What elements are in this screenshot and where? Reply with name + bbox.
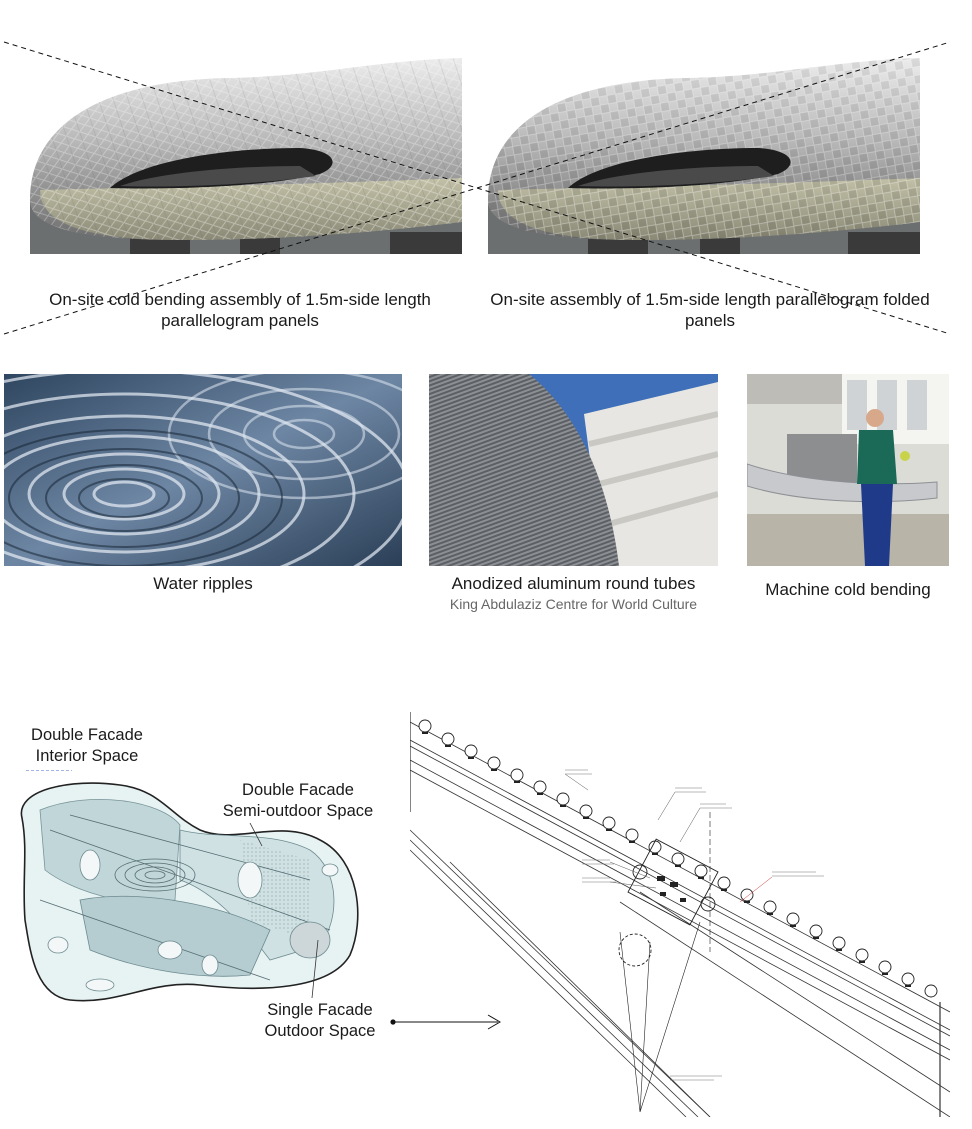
- machine-bending-image: [747, 374, 949, 566]
- reference-caption: Water ripples: [153, 574, 253, 593]
- semi-outdoor-space-label-line2: Semi-outdoor Space: [222, 802, 374, 820]
- reference-subcaption: King Abdulaziz Centre for World Culture: [449, 596, 698, 612]
- water-ripples-image: [4, 374, 402, 566]
- semi-outdoor-space-label-line1: Double Facade: [242, 781, 354, 799]
- left-render-caption: On-site cold bending assembly of 1.5m-si…: [49, 290, 431, 330]
- arrow-head-icon: [487, 1014, 501, 1030]
- aluminum-tubes-image: [429, 374, 718, 566]
- semi-outdoor-space-label: Double Facade Semi-outdoor Space: [212, 780, 384, 822]
- cold-bending-render: [30, 40, 462, 254]
- space-axonometric-diagram: [20, 770, 359, 1002]
- outdoor-space-label-line2: Outdoor Space: [264, 1022, 376, 1040]
- outdoor-space-label-line1: Single Facade: [267, 1001, 373, 1019]
- interior-space-label-line2: Interior Space: [35, 747, 139, 765]
- dashed-cross-line: [3, 41, 951, 335]
- facade-detail-drawing: [410, 712, 950, 1117]
- folded-panel-render: [488, 40, 920, 254]
- interior-space-label-line1: Double Facade: [31, 726, 143, 744]
- outdoor-space-label: Single Facade Outdoor Space: [255, 1000, 385, 1042]
- interior-space-label: Double Facade Interior Space: [22, 725, 152, 767]
- reference-caption: Machine cold bending: [765, 580, 931, 599]
- right-render-caption: On-site assembly of 1.5m-side length par…: [490, 290, 930, 330]
- reference-caption: Anodized aluminum round tubes: [451, 574, 696, 593]
- facade-render-comparison: [3, 40, 951, 335]
